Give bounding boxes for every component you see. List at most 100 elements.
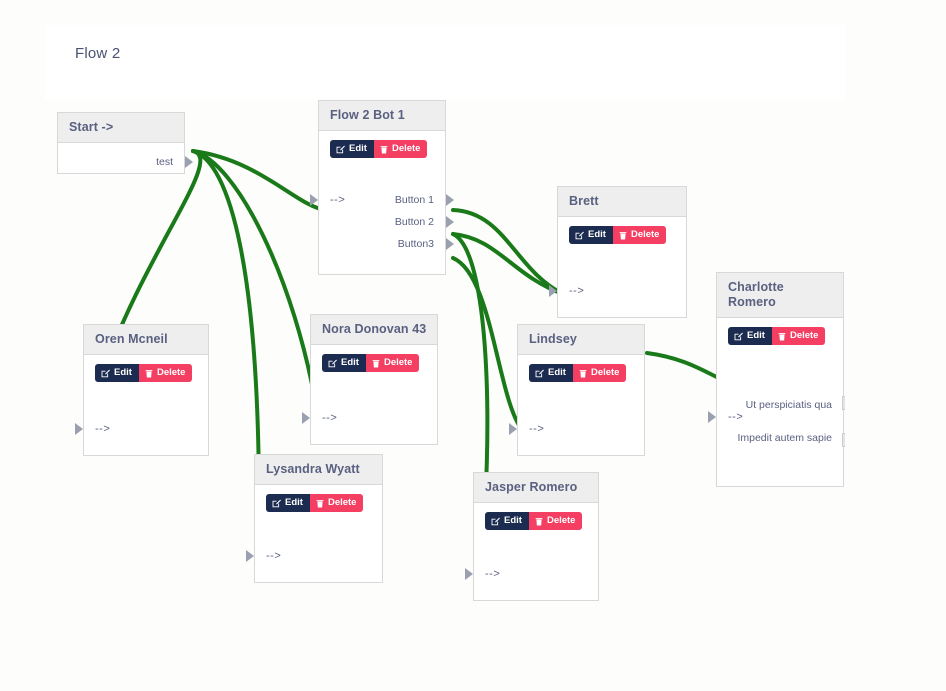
trash-icon	[316, 499, 324, 508]
node-flow2bot1[interactable]: Flow 2 Bot 1 Edit Delete --> Button 1 Button …	[310, 100, 454, 275]
node-ports: -->	[246, 516, 382, 567]
node-ports: -->	[465, 534, 598, 585]
input-handle[interactable]	[310, 194, 318, 206]
output-handle[interactable]	[185, 156, 193, 168]
input-port-label: -->	[529, 423, 545, 435]
input-handle[interactable]	[75, 423, 83, 435]
delete-button[interactable]: Delete	[528, 512, 583, 530]
delete-button-label: Delete	[391, 143, 421, 154]
delete-button-label: Delete	[383, 357, 413, 368]
trash-icon	[372, 359, 380, 368]
output-handle[interactable]	[842, 396, 845, 410]
output-handle[interactable]	[446, 216, 454, 228]
input-port-label: -->	[322, 412, 338, 424]
input-handle[interactable]	[509, 423, 517, 435]
port-row: --> Button 1	[310, 189, 454, 211]
output-port-label: test	[156, 156, 173, 168]
node-ports: -->	[549, 248, 686, 302]
edit-button[interactable]: Edit	[485, 512, 529, 530]
delete-button-label: Delete	[590, 367, 620, 378]
edit-button[interactable]: Edit	[728, 327, 772, 345]
trash-icon	[579, 369, 587, 378]
pencil-square-icon	[575, 231, 584, 240]
input-port-label: -->	[95, 423, 111, 435]
port-row: -->	[509, 418, 644, 440]
edge	[191, 149, 327, 212]
input-port-label: -->	[330, 194, 346, 206]
delete-button[interactable]: Delete	[138, 364, 193, 382]
delete-button[interactable]: Delete	[612, 226, 667, 244]
output-handle[interactable]	[842, 433, 845, 447]
output-port-label: Button3	[397, 238, 434, 250]
node-actions: Edit Delete	[717, 318, 843, 345]
page-title: Flow 2	[75, 45, 121, 62]
pencil-square-icon	[101, 369, 110, 378]
edit-button[interactable]: Edit	[95, 364, 139, 382]
delete-button-label: Delete	[789, 330, 819, 341]
trash-icon	[778, 332, 786, 341]
input-handle[interactable]	[246, 550, 254, 562]
flow-header: Flow 2	[45, 25, 845, 100]
delete-button[interactable]: Delete	[365, 354, 420, 372]
node-body: Edit Delete -->	[246, 485, 382, 567]
node-title: Flow 2 Bot 1	[319, 101, 445, 131]
edit-button-label: Edit	[588, 229, 606, 240]
port-row: -->	[75, 418, 208, 440]
input-handle[interactable]	[302, 412, 310, 424]
delete-button[interactable]: Delete	[373, 140, 428, 158]
node-actions: Edit Delete	[84, 355, 208, 382]
output-port-label: Button 1	[394, 194, 434, 206]
node-title: Lindsey	[518, 325, 644, 355]
node-title: Jasper Romero	[474, 473, 598, 503]
delete-button[interactable]: Delete	[309, 494, 364, 512]
node-nora[interactable]: Nora Donovan 43 Edit Delete -->	[302, 314, 438, 445]
output-port[interactable]: Impedit autem sapie	[717, 421, 845, 454]
edit-button[interactable]: Edit	[529, 364, 573, 382]
edit-button[interactable]: Edit	[322, 354, 366, 372]
input-port-label: -->	[266, 550, 282, 562]
edit-button[interactable]: Edit	[266, 494, 310, 512]
input-handle[interactable]	[465, 568, 473, 580]
node-title: Nora Donovan 43	[311, 315, 437, 345]
delete-button[interactable]: Delete	[572, 364, 627, 382]
output-handle[interactable]	[446, 194, 454, 206]
node-actions: Edit Delete	[319, 131, 445, 158]
delete-button-label: Delete	[630, 229, 660, 240]
edit-button[interactable]: Edit	[330, 140, 374, 158]
delete-button-label: Delete	[546, 515, 576, 526]
node-actions: Edit Delete	[474, 503, 598, 530]
edit-button[interactable]: Edit	[569, 226, 613, 244]
input-handle[interactable]	[708, 411, 716, 423]
node-body: test	[58, 147, 193, 173]
trash-icon	[535, 517, 543, 526]
node-title: Lysandra Wyatt	[255, 455, 382, 485]
pencil-square-icon	[336, 145, 345, 154]
delete-button[interactable]: Delete	[771, 327, 826, 345]
node-body: Edit Delete -->	[75, 355, 208, 440]
delete-button-label: Delete	[327, 497, 357, 508]
node-start[interactable]: Start ->test	[57, 112, 193, 174]
output-handle[interactable]	[446, 238, 454, 250]
pencil-square-icon	[272, 499, 281, 508]
port-row: -->	[549, 280, 686, 302]
input-handle[interactable]	[549, 285, 557, 297]
port-row: -->	[302, 407, 437, 429]
edge	[645, 351, 725, 382]
port-row: Button 2	[319, 211, 454, 233]
output-port[interactable]: Ut perspiciatis qua	[717, 392, 845, 421]
edge	[451, 232, 565, 296]
output-port-label: Button 2	[394, 216, 434, 228]
delete-button-label: Delete	[156, 367, 186, 378]
port-row: -->	[246, 545, 382, 567]
node-body: Edit Delete -->	[465, 503, 598, 585]
node-ports: -->	[302, 376, 437, 429]
node-title: Brett	[558, 187, 686, 217]
